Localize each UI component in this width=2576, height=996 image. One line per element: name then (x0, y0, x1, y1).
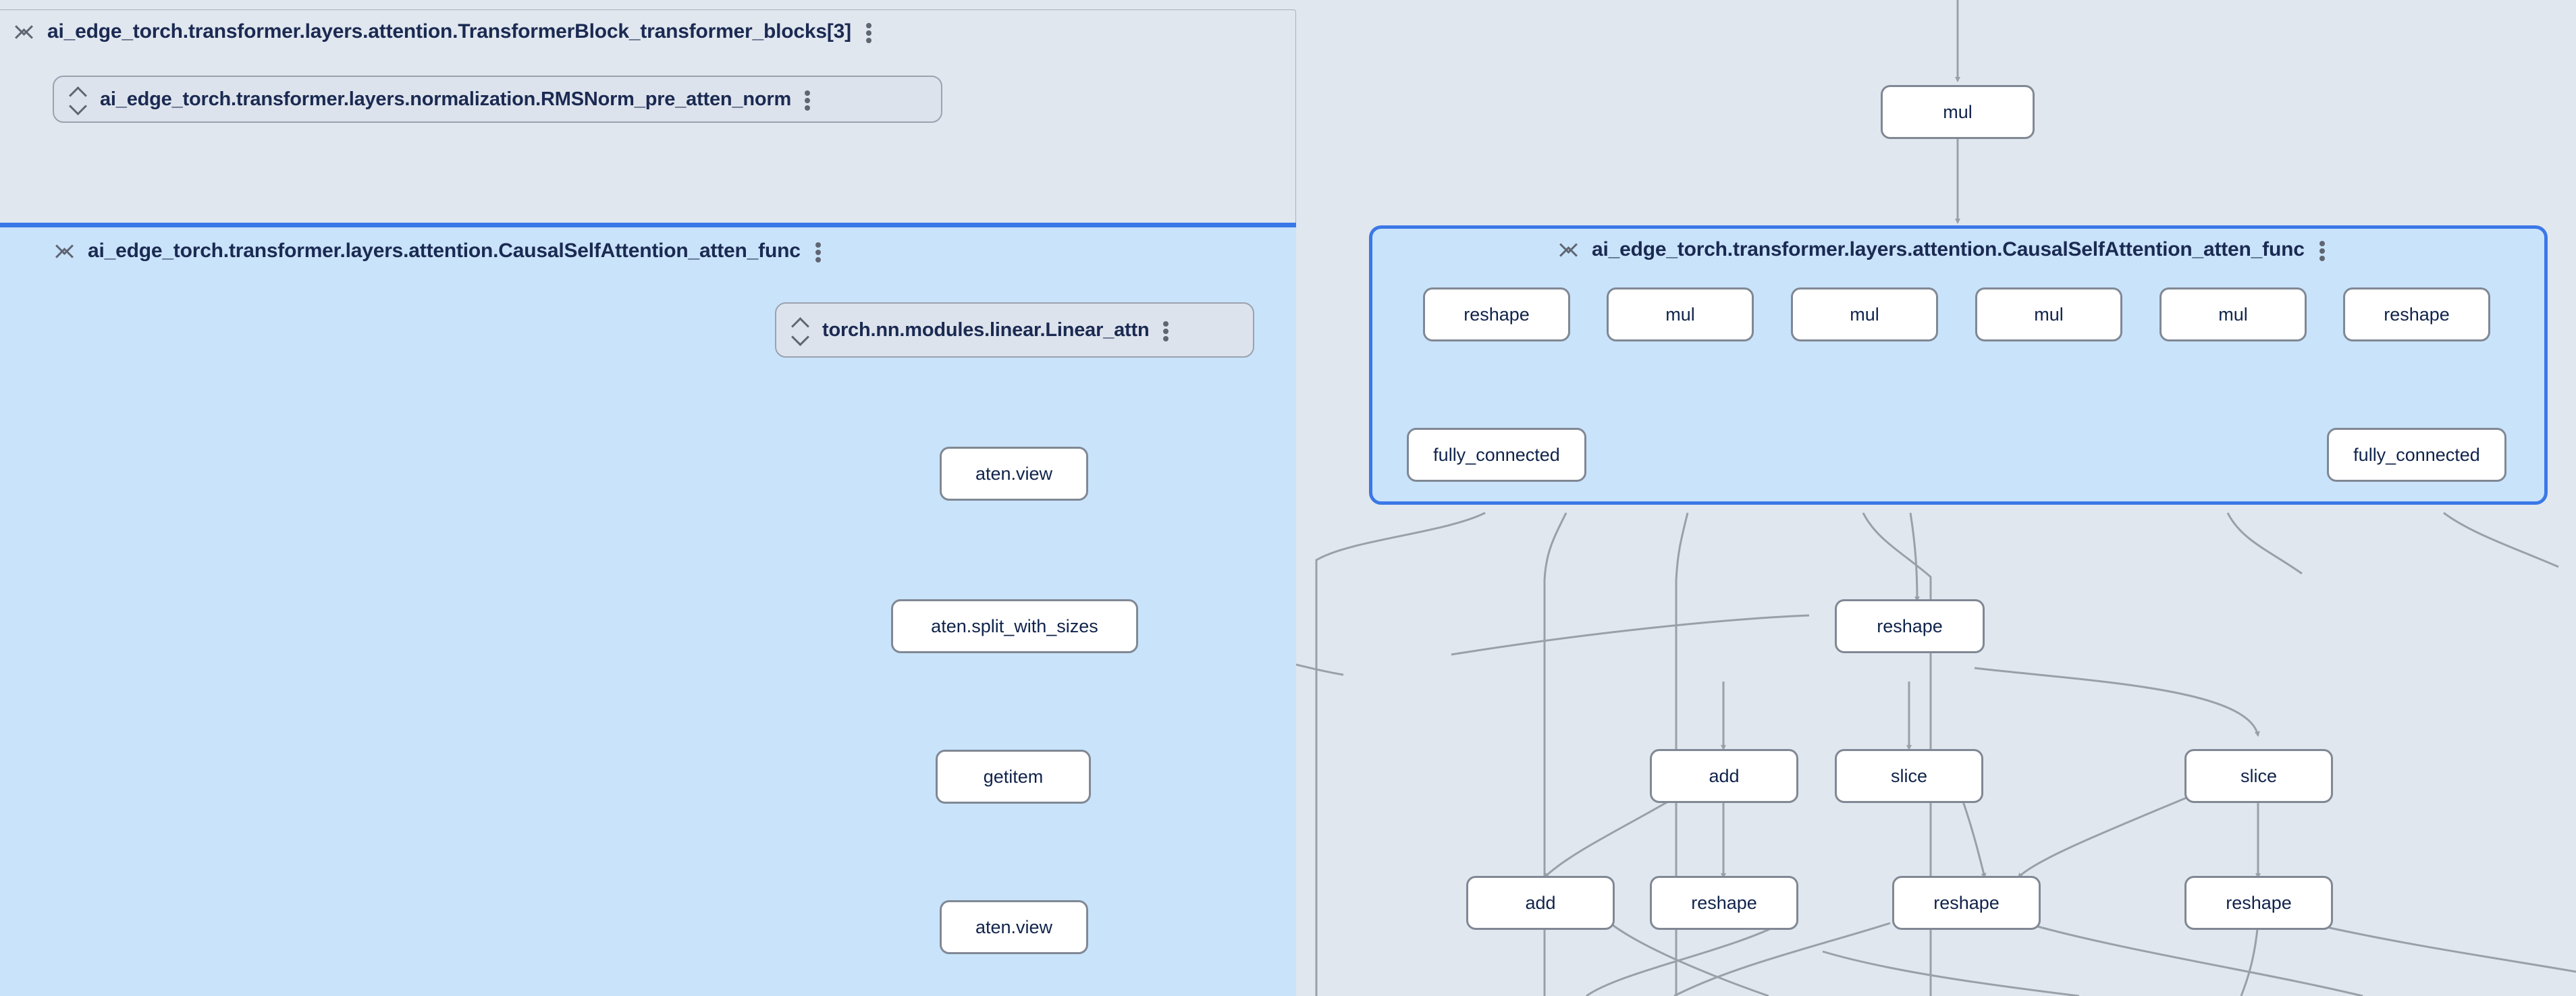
group-causal-self-attention-left-header[interactable]: ai_edge_torch.transformer.layers.attenti… (55, 238, 822, 265)
node-label: aten.view (975, 463, 1053, 484)
group-causal-self-attention-right-label: ai_edge_torch.transformer.layers.attenti… (1592, 238, 2305, 260)
node-label: slice (2240, 765, 2277, 786)
node-label: reshape (1933, 892, 2000, 913)
node-label: reshape (2226, 892, 2292, 913)
node-label: fully_connected (2353, 444, 2480, 465)
node-slice-1[interactable]: slice (1835, 749, 1983, 803)
group-transformer-block-header[interactable]: ai_edge_torch.transformer.layers.attenti… (15, 18, 873, 45)
collapse-expand-icon[interactable] (15, 18, 32, 45)
node-aten-view-2[interactable]: aten.view (940, 900, 1088, 954)
node-mul-2[interactable]: mul (1791, 287, 1938, 341)
node-slice-2[interactable]: slice (2184, 749, 2333, 803)
node-label: add (1709, 765, 1740, 786)
node-fully-connected-left[interactable]: fully_connected (1407, 428, 1586, 482)
group-transformer-block-label: ai_edge_torch.transformer.layers.attenti… (47, 20, 851, 43)
node-label: reshape (1691, 892, 1757, 913)
node-add-1[interactable]: add (1650, 749, 1798, 803)
node-label: fully_connected (1433, 444, 1560, 465)
node-label: reshape (2384, 304, 2450, 325)
module-rmsnorm-label: ai_edge_torch.transformer.layers.normali… (100, 88, 792, 110)
node-aten-view-1[interactable]: aten.view (940, 447, 1088, 501)
node-label: mul (2218, 304, 2248, 325)
node-fully-connected-right[interactable]: fully_connected (2327, 428, 2506, 482)
node-reshape-b1[interactable]: reshape (1650, 876, 1798, 930)
group-causal-self-attention-left-label: ai_edge_torch.transformer.layers.attenti… (88, 240, 801, 262)
kebab-menu-icon[interactable] (815, 238, 822, 265)
kebab-menu-icon[interactable] (1162, 316, 1170, 343)
node-reshape-k[interactable]: reshape (2343, 287, 2490, 341)
node-mul-4[interactable]: mul (2159, 287, 2307, 341)
collapse-expand-icon[interactable] (1559, 236, 1577, 263)
group-causal-self-attention-right-header[interactable]: ai_edge_torch.transformer.layers.attenti… (1559, 236, 2326, 263)
expand-chevrons-icon[interactable] (69, 86, 86, 113)
kebab-menu-icon[interactable] (865, 18, 873, 45)
node-mul-top[interactable]: mul (1881, 85, 2035, 139)
kebab-menu-icon[interactable] (2319, 236, 2326, 263)
node-label: reshape (1464, 304, 1530, 325)
module-linear-attn-label: torch.nn.modules.linear.Linear_attn (822, 319, 1150, 341)
node-reshape-b2[interactable]: reshape (1892, 876, 2041, 930)
node-mul-1[interactable]: mul (1607, 287, 1754, 341)
node-label: mul (1665, 304, 1695, 325)
node-label: add (1525, 892, 1556, 913)
node-label: aten.view (975, 916, 1053, 937)
module-linear-attn[interactable]: torch.nn.modules.linear.Linear_attn (775, 302, 1254, 358)
node-label: getitem (983, 766, 1044, 787)
collapse-expand-icon[interactable] (55, 238, 73, 265)
node-add-2[interactable]: add (1466, 876, 1615, 930)
node-reshape-q[interactable]: reshape (1423, 287, 1570, 341)
node-label: slice (1890, 765, 1927, 786)
node-reshape-b3[interactable]: reshape (2184, 876, 2333, 930)
node-label: aten.split_with_sizes (931, 615, 1098, 636)
node-label: mul (1850, 304, 1879, 325)
node-label: mul (2034, 304, 2064, 325)
node-mul-3[interactable]: mul (1975, 287, 2122, 341)
module-rmsnorm-pre-atten-norm[interactable]: ai_edge_torch.transformer.layers.normali… (53, 76, 942, 123)
node-reshape-mid[interactable]: reshape (1835, 599, 1985, 653)
expand-chevrons-icon[interactable] (791, 316, 809, 343)
kebab-menu-icon[interactable] (805, 86, 811, 113)
node-getitem[interactable]: getitem (936, 750, 1091, 804)
node-label: reshape (1877, 615, 1943, 636)
node-label: mul (1943, 101, 1973, 122)
node-aten-split-with-sizes[interactable]: aten.split_with_sizes (891, 599, 1138, 653)
